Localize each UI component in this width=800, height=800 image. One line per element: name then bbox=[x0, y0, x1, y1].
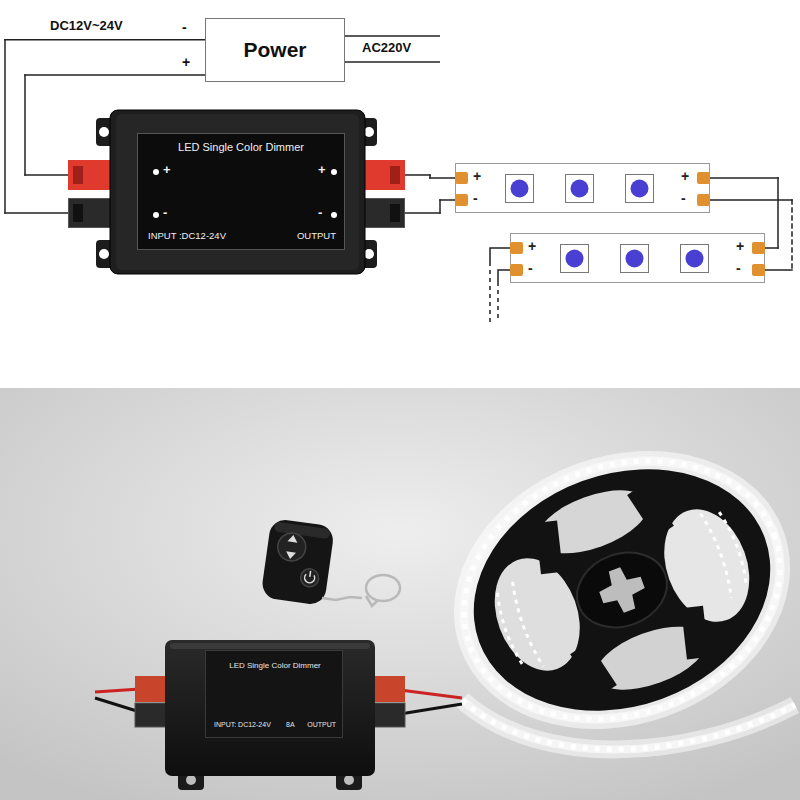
polarity-mark: + bbox=[736, 238, 744, 254]
wire-segment bbox=[710, 177, 778, 179]
input-rating: INPUT :DC12-24V bbox=[148, 231, 226, 242]
led-strip-outline bbox=[455, 163, 710, 213]
dimmer-photo bbox=[95, 640, 462, 790]
wire-segment bbox=[710, 199, 792, 201]
polarity-mark: - bbox=[473, 190, 478, 206]
wire-segment bbox=[25, 174, 68, 176]
led-strip: + - + - bbox=[510, 233, 765, 283]
wire-segment bbox=[777, 178, 779, 248]
box-title: Power bbox=[243, 38, 306, 62]
wire-segment bbox=[440, 199, 455, 201]
polarity-mark: + bbox=[528, 238, 536, 254]
polarity-mark: - bbox=[681, 190, 686, 206]
wire-segment bbox=[5, 39, 205, 41]
wire-segment bbox=[439, 200, 441, 213]
supply-voltage: DC12V~24V bbox=[50, 19, 123, 34]
continuation-wires bbox=[490, 248, 510, 322]
dimmer-box-outline bbox=[68, 108, 405, 278]
wire-segment bbox=[765, 269, 792, 271]
led-reel bbox=[427, 418, 800, 762]
terminal-mark: + bbox=[163, 163, 171, 178]
power-box: Power bbox=[205, 18, 345, 82]
led-strip-tail bbox=[462, 700, 795, 749]
dimmer-box: LED Single Color Dimmer + - + - INPUT :DC12-2… bbox=[68, 108, 405, 278]
photo-background bbox=[0, 388, 800, 800]
wire-segment bbox=[430, 177, 455, 179]
mains-voltage: AC220V bbox=[362, 41, 411, 56]
wire-segment bbox=[4, 40, 6, 213]
polarity-label: - bbox=[180, 20, 189, 35]
input-rating: INPUT: DC12-24V bbox=[214, 721, 271, 729]
led-strip: + - + - bbox=[455, 163, 710, 213]
dimmer-panel-photo: LED Single Color DimmerINPUT: DC12-24V 8A… bbox=[205, 650, 343, 738]
led-strip-outline bbox=[510, 233, 765, 283]
output-label: OUTPUT bbox=[307, 721, 336, 729]
remote-control bbox=[260, 518, 335, 606]
device-title: LED Single Color Dimmer bbox=[229, 661, 321, 670]
current-rating: 8A bbox=[286, 721, 295, 729]
wire-segment bbox=[765, 247, 778, 249]
polarity-mark: - bbox=[736, 260, 741, 276]
wire-segment bbox=[24, 75, 26, 175]
wire-segment bbox=[791, 200, 793, 270]
device-title: LED Single Color Dimmer bbox=[178, 141, 304, 154]
led-strip-tail bbox=[462, 700, 795, 749]
terminal-mark: + bbox=[318, 163, 326, 178]
wire-segment bbox=[405, 212, 440, 214]
output-label: OUTPUT bbox=[297, 231, 336, 242]
polarity-mark: + bbox=[473, 168, 481, 184]
polarity-label: + bbox=[180, 55, 192, 70]
ac-wire bbox=[345, 35, 440, 37]
wire bbox=[405, 175, 455, 178]
wire-segment bbox=[5, 212, 68, 214]
terminal-mark: - bbox=[163, 206, 167, 221]
wire-segment bbox=[405, 174, 430, 176]
wire-segment bbox=[25, 74, 205, 76]
polarity-mark: - bbox=[528, 260, 533, 276]
wire bbox=[405, 200, 455, 213]
key-ring bbox=[322, 575, 400, 606]
terminal-mark: - bbox=[318, 206, 322, 221]
ac-wire bbox=[345, 61, 440, 63]
led-strip-tail bbox=[462, 700, 795, 749]
polarity-mark: + bbox=[681, 168, 689, 184]
